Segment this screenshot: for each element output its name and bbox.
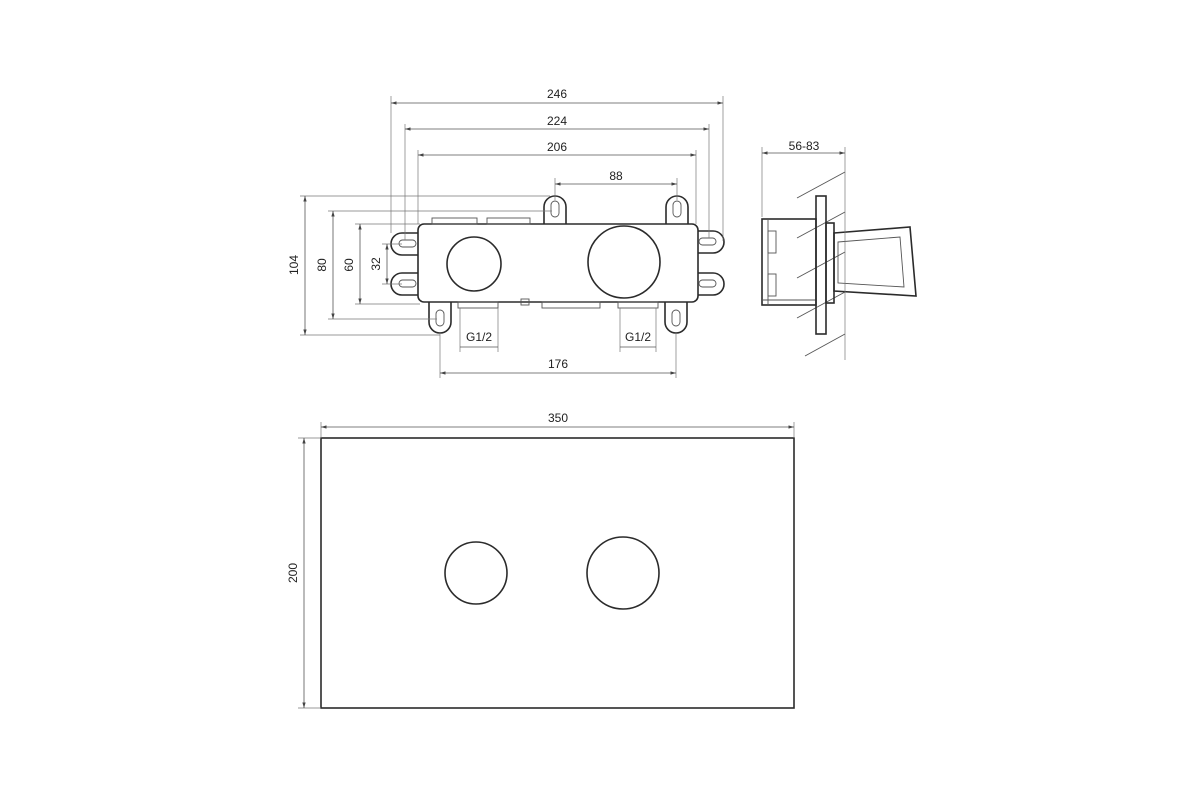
outlet-center	[541, 301, 601, 309]
side-detail	[767, 273, 777, 297]
dim-224-label: 224	[547, 114, 567, 128]
front-height-label: 200	[286, 563, 300, 583]
outlet-small	[520, 298, 530, 306]
front-right-knob	[586, 536, 660, 610]
lug-right-bottom	[698, 272, 725, 296]
lug-top-right	[665, 195, 689, 224]
dim-60-label: 60	[342, 258, 356, 272]
dim-80-label: 80	[315, 258, 329, 272]
dim-206-label: 206	[547, 140, 567, 154]
body-tab	[486, 217, 531, 225]
lug-bottom-right	[664, 302, 688, 334]
body-tab	[431, 217, 478, 225]
thread-left-label: G1/2	[466, 330, 492, 344]
front-width-label: 350	[548, 411, 568, 425]
side-view: 56-83	[761, 139, 917, 360]
side-detail	[767, 230, 777, 254]
cover-plate	[825, 222, 835, 304]
left-knob-outline	[446, 236, 502, 292]
dim-246-label: 246	[547, 87, 567, 101]
front-cover-plate	[320, 437, 795, 709]
dim-176-label: 176	[548, 357, 568, 371]
outlet-left	[457, 301, 499, 309]
top-view: 246 224 206 88 104 80 60	[287, 87, 725, 378]
dim-32-label: 32	[369, 257, 383, 271]
dim-104-label: 104	[287, 255, 301, 275]
lug-right-top	[698, 230, 725, 254]
valve-body	[417, 223, 699, 303]
outlet-right	[617, 301, 659, 309]
depth-label: 56-83	[789, 139, 820, 153]
lug-top-left	[543, 195, 567, 224]
front-view: 350 200	[286, 411, 795, 709]
lug-bottom-left	[428, 302, 452, 334]
thread-right-label: G1/2	[625, 330, 651, 344]
right-knob-outline	[587, 225, 661, 299]
side-handle	[833, 226, 917, 297]
front-left-knob	[444, 541, 508, 605]
dim-88-label: 88	[609, 169, 623, 183]
